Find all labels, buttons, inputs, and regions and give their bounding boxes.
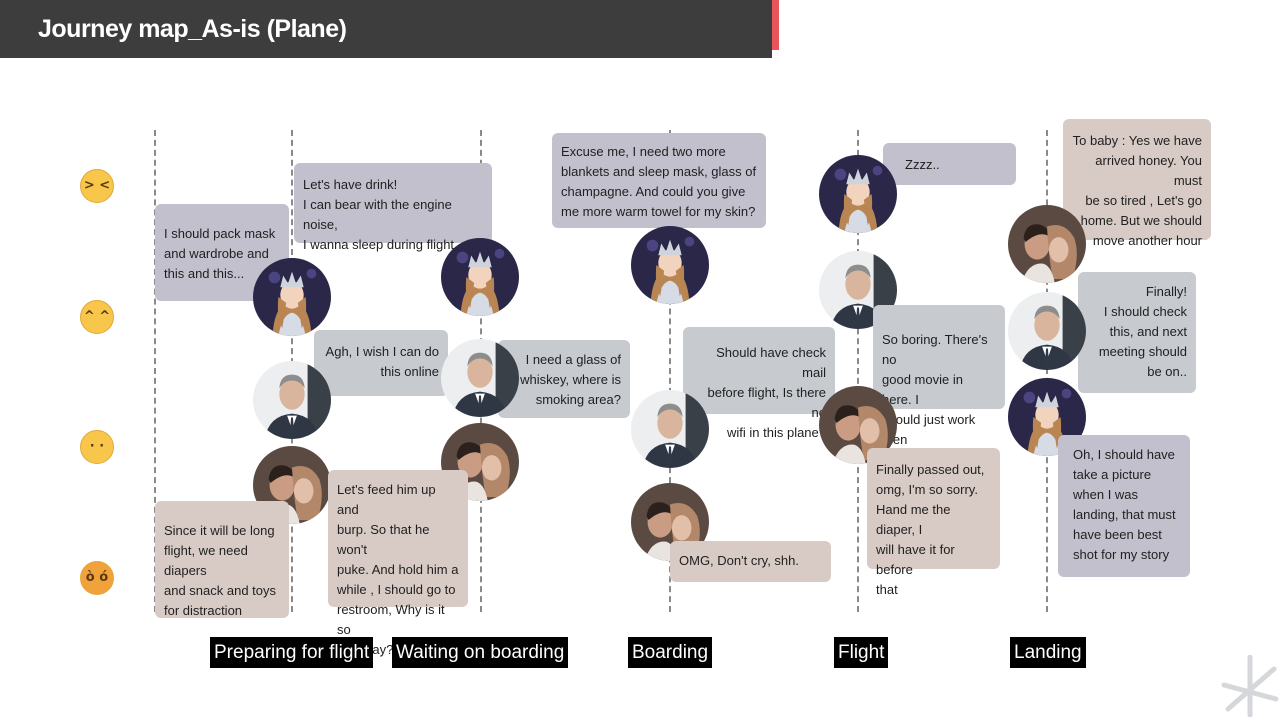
stage-label-landing: Landing <box>1010 637 1086 668</box>
stage-label-boarding: Boarding <box>628 637 713 668</box>
stage-label-preparing: Preparing for flight <box>210 637 374 668</box>
stage-divider <box>154 130 156 612</box>
quote-bubble-finally: Finally! I should check this, and next m… <box>1078 272 1196 393</box>
angry-face-icon: ò ó <box>80 561 114 595</box>
quote-bubble-excuse-me: Excuse me, I need two more blankets and … <box>552 133 766 228</box>
quote-bubble-pack-mask: I should pack mask and wardrobe and this… <box>155 204 289 301</box>
quote-bubble-long-flight: Since it will be long flight, we need di… <box>155 501 289 618</box>
stage-divider <box>857 130 859 612</box>
grinning-squinting-face-icon: > < <box>80 169 114 203</box>
quote-bubble-passed-out: Finally passed out, omg, I'm so sorry. H… <box>867 448 1000 597</box>
persona-avatar-businessman <box>631 390 709 468</box>
page-title: Journey map_As-is (Plane) <box>38 15 347 43</box>
quote-bubble-feed-him: Let's feed him up and burp. So that he w… <box>328 470 468 657</box>
stage-divider <box>669 130 671 612</box>
persona-avatar-woman <box>441 238 519 316</box>
quote-bubble-so-boring: So boring. There's no good movie in here… <box>873 305 1005 447</box>
persona-avatar-couple <box>1008 205 1086 283</box>
stage-label-waiting: Waiting on boarding <box>392 637 569 668</box>
persona-avatar-woman <box>631 226 709 304</box>
persona-avatar-businessman <box>253 361 331 439</box>
quote-bubble-have-drink: Let's have drink! I can bear with the en… <box>294 163 492 252</box>
quote-bubble-dont-cry: OMG, Don't cry, shh. <box>670 541 831 582</box>
slightly-smiling-face-icon: · · <box>80 430 114 464</box>
quote-bubble-do-online: Agh, I wish I can do this online <box>314 330 448 396</box>
persona-avatar-woman <box>253 258 331 336</box>
quote-bubble-take-picture: Oh, I should have take a picture when I … <box>1058 435 1190 577</box>
quote-bubble-to-baby: To baby : Yes we have arrived honey. You… <box>1063 119 1211 248</box>
quote-bubble-check-mail: Should have check mail before flight, Is… <box>683 327 835 440</box>
asterisk-logo-icon <box>1221 655 1279 717</box>
stage-divider <box>1046 130 1048 612</box>
persona-avatar-woman <box>819 155 897 233</box>
persona-avatar-businessman <box>441 339 519 417</box>
header-accent-bar <box>772 0 779 50</box>
beaming-face-icon: ^ ^ <box>80 300 114 334</box>
quote-bubble-zzzz: Zzzz.. <box>883 143 1016 185</box>
persona-avatar-businessman <box>1008 292 1086 370</box>
stage-label-flight: Flight <box>834 637 889 668</box>
header-bar <box>0 0 772 58</box>
quote-bubble-whiskey: I need a glass of whiskey, where is smok… <box>498 340 630 418</box>
